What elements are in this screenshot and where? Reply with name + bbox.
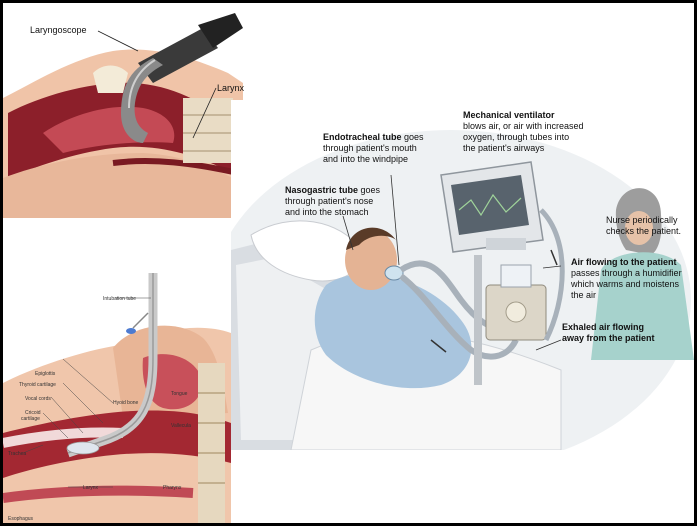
thyroid-cartilage-label: Thyroid cartilage	[19, 382, 56, 388]
exhaled-text-2: away from the patient	[562, 333, 655, 343]
vallecula-label: Vallecula	[171, 423, 191, 429]
et-tube-title: Endotracheal tube goes	[323, 132, 424, 142]
laryngoscope-label: Laryngoscope	[30, 25, 87, 35]
ventilator-desc-3: the patient's airways	[463, 143, 544, 153]
vocal-cords-label: Vocal cords	[25, 396, 51, 402]
ng-tube-title-rest: goes	[358, 185, 380, 195]
exhaled-text-1: Exhaled air flowing	[562, 322, 644, 332]
laryngoscope-illustration: Laryngoscope Larynx	[3, 3, 243, 218]
exhaled-label-1: Exhaled air flowing	[562, 322, 644, 332]
larynx-bottom-label: Larynx	[83, 485, 98, 491]
epiglottis-label: Epiglottis	[35, 371, 55, 377]
intubation-anatomy-illustration: Intubation tube Epiglottis Thyroid carti…	[3, 263, 231, 523]
et-tube-title-rest: goes	[402, 132, 424, 142]
exhaled-label-2: away from the patient	[562, 333, 655, 343]
trachea-label: Trachea	[8, 451, 26, 457]
ng-tube-title: Nasogastric tube goes	[285, 185, 380, 195]
esophagus-label: Esophagus	[8, 516, 33, 522]
air-to-title: Air flowing to the patient	[571, 257, 677, 267]
ventilator-title-text: Mechanical ventilator	[463, 110, 555, 120]
air-to-desc-2: which warms and moistens	[571, 279, 679, 289]
air-to-desc-1: passes through a humidifier	[571, 268, 682, 278]
ventilator-title: Mechanical ventilator	[463, 110, 555, 120]
air-to-desc-3: the air	[571, 290, 596, 300]
hyoid-bone-label: Hyoid bone	[113, 400, 138, 406]
et-tube-desc-2: and into the windpipe	[323, 154, 408, 164]
nurse-label-1: Nurse periodically	[606, 215, 678, 225]
tongue-label: Tongue	[171, 391, 187, 397]
et-tube-title-text: Endotracheal tube	[323, 132, 402, 142]
ng-tube-desc-2: and into the stomach	[285, 207, 369, 217]
cricoid-cartilage-label-2: cartilage	[21, 416, 40, 422]
ng-tube-title-text: Nasogastric tube	[285, 185, 358, 195]
et-tube-desc-1: through patient's mouth	[323, 143, 417, 153]
nurse-label-2: checks the patient.	[606, 226, 681, 236]
ventilator-desc-2: oxygen, through tubes into	[463, 132, 569, 142]
ng-tube-desc-1: through patient's nose	[285, 196, 373, 206]
pharynx-label: Pharynx	[163, 485, 181, 491]
larynx-label: Larynx	[217, 83, 244, 93]
ventilator-desc-1: blows air, or air with increased	[463, 121, 584, 131]
air-to-title-text: Air flowing to the patient	[571, 257, 677, 267]
intubation-tube-label: Intubation tube	[103, 296, 136, 302]
